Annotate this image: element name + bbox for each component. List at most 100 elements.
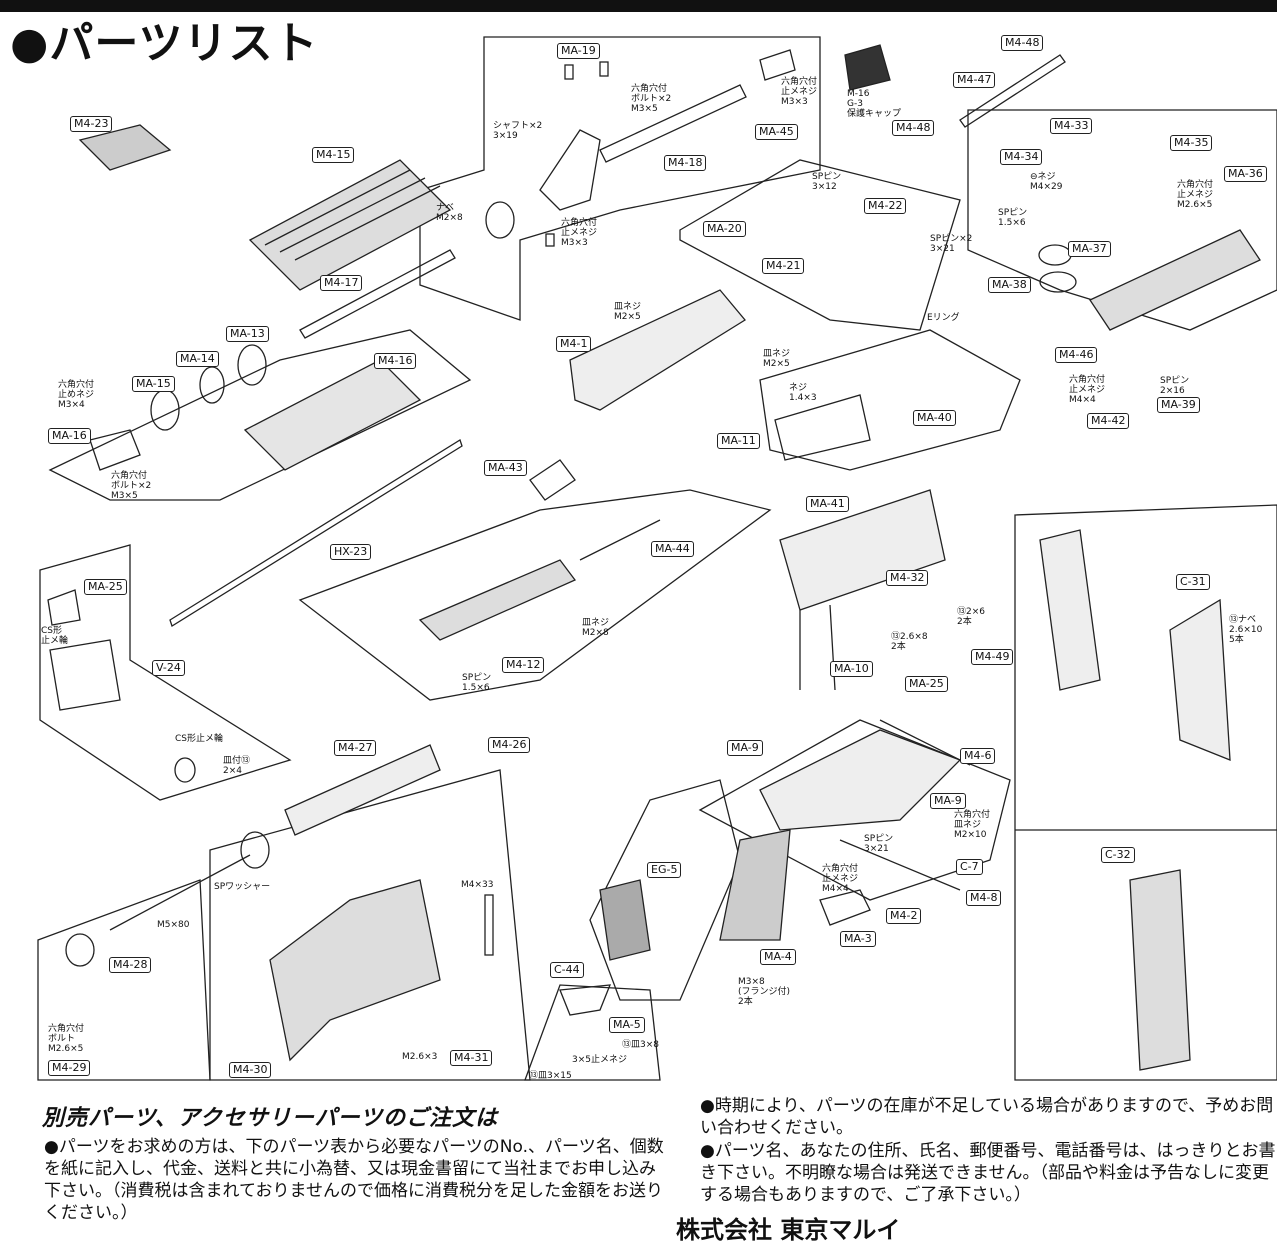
order-paragraph-1: ●パーツをお求めの方は、下のパーツ表から必要なパーツのNo.、パーツ名、個数を紙… <box>44 1137 664 1223</box>
spec-note: ⑬2×6 2本 <box>957 607 985 627</box>
receiver-pin-front <box>879 719 971 766</box>
part-label: M4-27 <box>334 740 377 756</box>
recoil-spring <box>579 519 661 561</box>
part-label: V-24 <box>152 660 185 676</box>
panel-sight-parts <box>679 159 961 331</box>
part-label: M4-29 <box>48 1060 91 1076</box>
panel-front-sight <box>419 36 821 321</box>
order-paragraph-2: ●時期により、パーツの在庫が不足している場合がありますので、予めお問い合わせくだ… <box>700 1096 1274 1138</box>
drum-magazine <box>1039 529 1101 691</box>
receiver-pin-rear <box>839 839 961 891</box>
dust-cover <box>774 394 871 461</box>
barrel-base <box>89 429 141 471</box>
buffer-tube <box>284 744 441 836</box>
handguard-ribs <box>264 169 441 261</box>
part-label: M4-23 <box>70 116 113 132</box>
knob <box>1038 244 1072 266</box>
spec-note: ネジ 1.4×3 <box>789 383 817 403</box>
rear-sight-leaf <box>47 589 81 626</box>
part-label: MA-11 <box>717 433 760 449</box>
spec-note: CS形 止メ輪 <box>41 626 69 646</box>
part-label: M4-2 <box>886 908 922 924</box>
hop-tube <box>169 439 463 627</box>
part-label: MA-43 <box>484 460 527 476</box>
tactical-rail-light <box>78 124 172 171</box>
carry-handle <box>1089 229 1261 331</box>
top-black-bar <box>0 0 1277 12</box>
part-label: MA-16 <box>48 428 91 444</box>
part-label: C-44 <box>550 962 584 978</box>
spec-note: M5×80 <box>157 920 190 930</box>
part-label: M4-48 <box>892 120 935 136</box>
front-sight-block <box>539 129 601 211</box>
panel-magazine <box>1014 504 1277 1081</box>
hop-chamber <box>529 459 576 501</box>
mag-cover-plate <box>1169 598 1231 761</box>
charging-handle <box>418 559 577 641</box>
selector-plate <box>559 984 612 1016</box>
spec-note: ナベ M2×8 <box>436 203 463 223</box>
outer-barrel <box>599 84 747 163</box>
spec-note: ⑬皿3×8 <box>622 1040 659 1050</box>
part-label: M4-12 <box>502 657 545 673</box>
standard-magazine <box>1129 869 1191 1071</box>
part-label: MA-4 <box>760 949 796 965</box>
part-label: M4-1 <box>556 336 592 352</box>
part-label: MA-45 <box>755 124 798 140</box>
mechbox <box>779 489 946 611</box>
part-label: M4-31 <box>450 1050 493 1066</box>
lower-receiver <box>759 729 962 831</box>
part-label: MA-10 <box>830 661 873 677</box>
spec-note: 六角穴付 ボルト×2 M3×5 <box>631 84 672 114</box>
spec-note: 六角穴付 止メネジ M3×3 <box>561 218 598 248</box>
part-label: MA-19 <box>557 43 600 59</box>
spec-note: 六角穴付 ボルト×2 M3×5 <box>111 471 152 501</box>
upper-receiver <box>569 289 746 411</box>
spec-note: CS形止メ輪 <box>175 734 223 744</box>
spec-note: SPピン×2 3×21 <box>930 234 973 254</box>
spec-note: 3×5止メネジ <box>572 1055 627 1065</box>
exploded-parts-diagram <box>37 36 1277 1081</box>
spec-note: SPピン 1.5×6 <box>462 673 492 693</box>
order-heading: 別売パーツ、アクセサリーパーツのご注文は <box>42 1106 499 1131</box>
spec-note: 六角穴付 皿ネジ M2×10 <box>954 810 991 840</box>
part-label: M4-16 <box>374 353 417 369</box>
page-title: ●パーツリスト <box>10 18 319 69</box>
spec-note: ⑬2.6×8 2本 <box>891 632 928 652</box>
part-label: MA-9 <box>930 793 966 809</box>
part-label: MA-15 <box>132 376 175 392</box>
part-label: MA-41 <box>806 496 849 512</box>
part-label: M4-26 <box>488 737 531 753</box>
part-label: MA-14 <box>176 351 219 367</box>
buttplate-disk <box>65 933 95 967</box>
motor-wires <box>799 604 836 691</box>
panel-dust-cover <box>759 329 1021 471</box>
part-label: C-32 <box>1101 847 1135 863</box>
stock <box>269 879 441 1062</box>
spec-note: 皿ネジ M2×5 <box>763 349 791 369</box>
part-label: M4-30 <box>229 1062 272 1078</box>
part-label: M4-49 <box>971 649 1014 665</box>
delta-ring <box>237 344 267 386</box>
panel-selector <box>524 984 661 1081</box>
part-label: MA-38 <box>988 277 1031 293</box>
rear-sight-base <box>49 639 121 711</box>
hand-guard-cap <box>844 44 891 91</box>
part-label: HX-23 <box>330 544 372 560</box>
part-label: M4-33 <box>1050 118 1093 134</box>
part-label: M4-34 <box>1000 149 1043 165</box>
part-label: M4-17 <box>320 275 363 291</box>
trigger-guard <box>819 889 871 926</box>
spec-note: SPピン 1.5×6 <box>998 208 1028 228</box>
panel-carry-handle <box>967 109 1277 331</box>
part-label: MA-25 <box>905 676 948 692</box>
part-label: MA-3 <box>840 931 876 947</box>
part-label: MA-36 <box>1224 166 1267 182</box>
panel-buffer <box>37 879 211 1081</box>
part-label: M4-21 <box>762 258 805 274</box>
part-label: M4-18 <box>664 155 707 171</box>
spec-note: 皿ネジ M2×5 <box>614 302 642 322</box>
panel-rear-sight <box>39 544 292 801</box>
panel-handguard <box>48 329 472 501</box>
part-label: MA-37 <box>1068 241 1111 257</box>
